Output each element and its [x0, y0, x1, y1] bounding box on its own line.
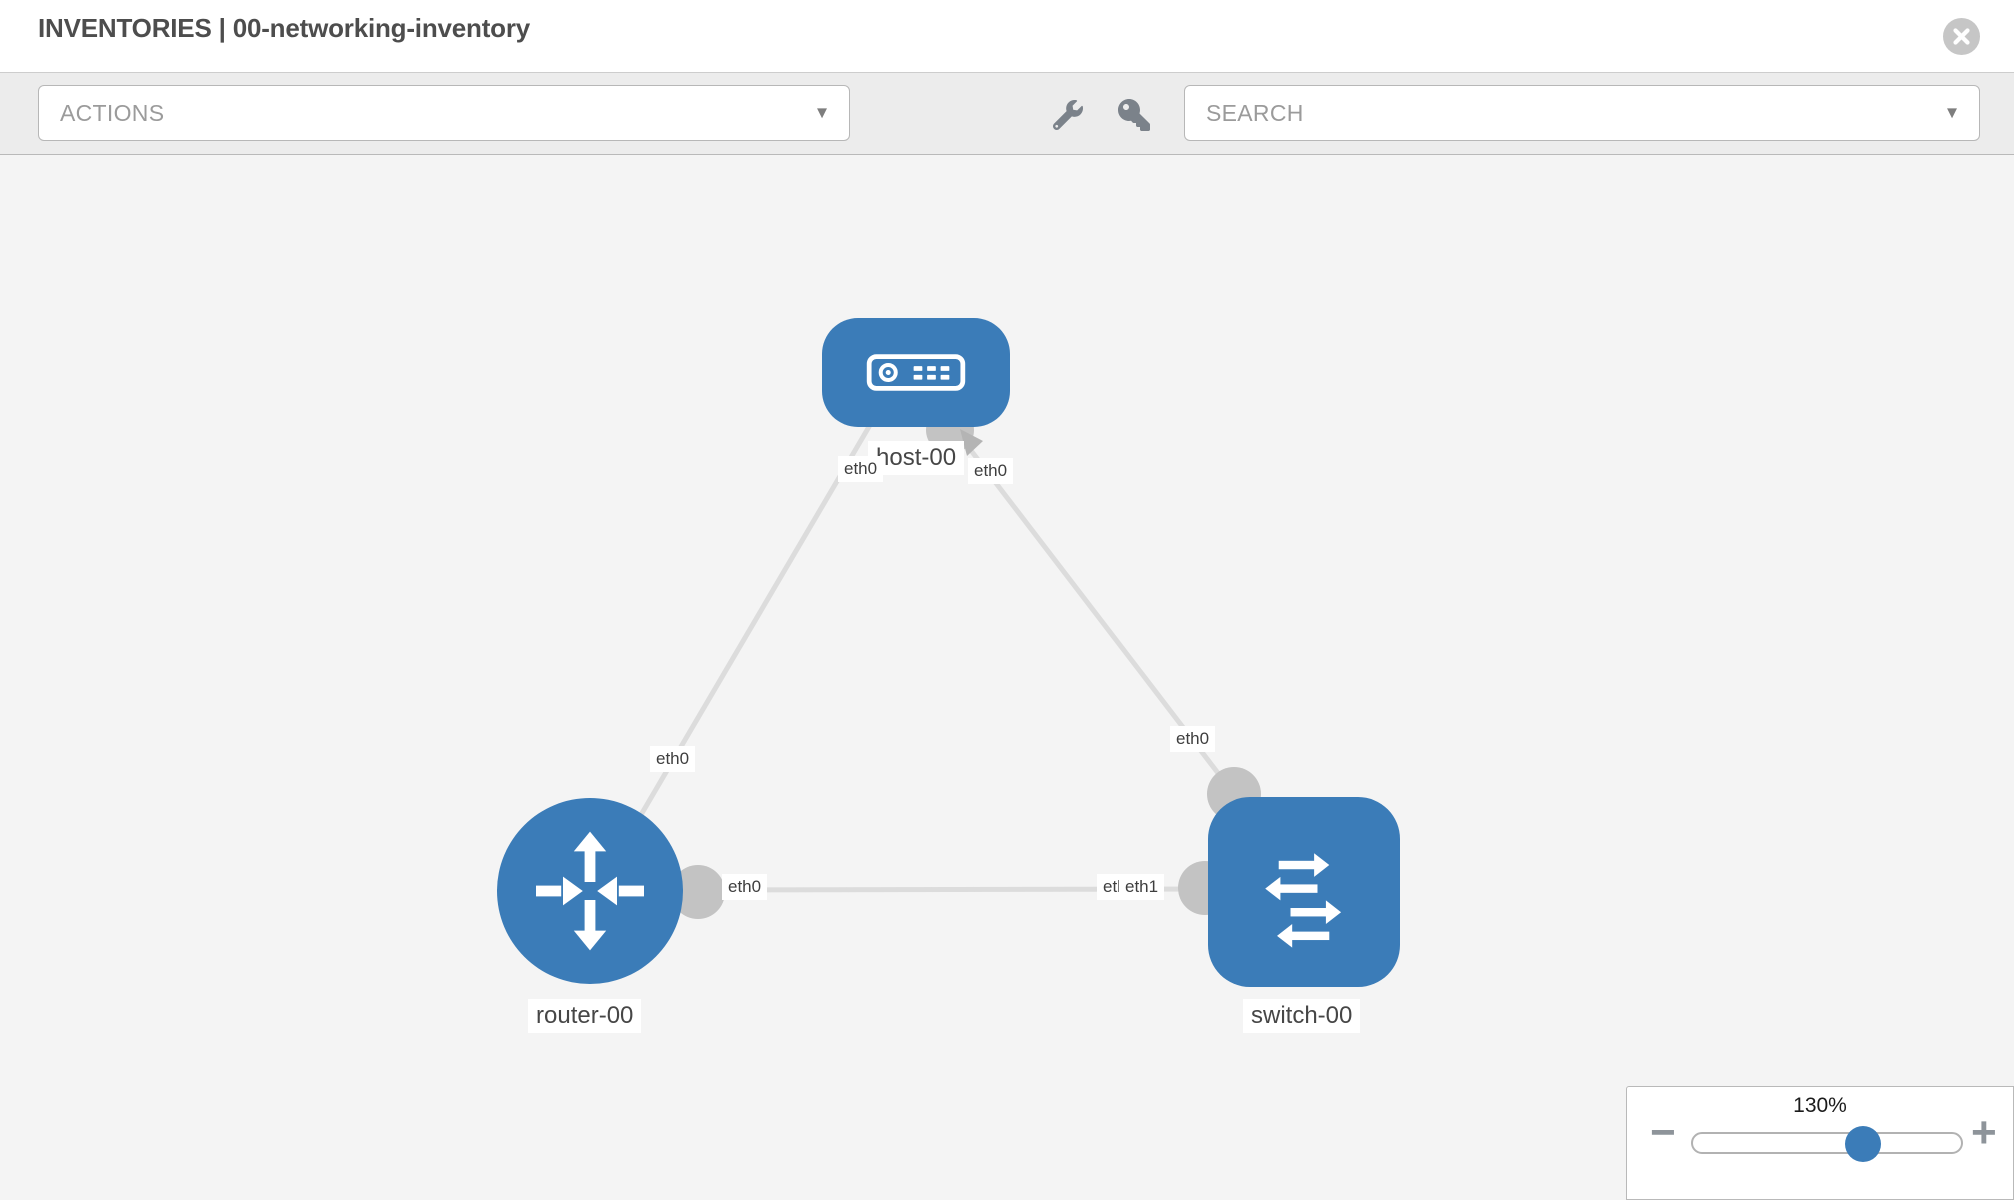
- zoom-level-text: 130%: [1793, 1094, 1847, 1117]
- interface-label-switch-eth1-to-router: eth1: [1119, 874, 1165, 900]
- interface-label-router-eth0-to-switch: eth0: [722, 874, 768, 900]
- page-title: INVENTORIES | 00-networking-inventory: [38, 13, 531, 43]
- node-router-00[interactable]: [497, 798, 683, 984]
- router-icon: [536, 831, 644, 951]
- chevron-down-icon: ▾: [1946, 101, 1957, 124]
- actions-dropdown[interactable]: ACTIONS ▾: [38, 85, 850, 141]
- interface-label-switch-eth0-to-host: eth0: [1170, 726, 1216, 752]
- node-switch-00[interactable]: [1208, 797, 1400, 987]
- zoom-out-button[interactable]: −: [1650, 1108, 1676, 1157]
- node-label-switch-00: switch-00: [1243, 999, 1361, 1033]
- search-dropdown[interactable]: SEARCH ▾: [1184, 85, 1980, 141]
- switch-icon: [1265, 853, 1342, 948]
- interface-label-host-eth0-to-router: eth0: [838, 456, 884, 482]
- header: INVENTORIES | 00-networking-inventory: [0, 0, 2014, 73]
- zoom-in-button[interactable]: +: [1971, 1108, 1997, 1157]
- zoom-slider-track[interactable]: [1691, 1132, 1963, 1154]
- credentials-button[interactable]: [1114, 95, 1154, 135]
- interface-label-host-eth0-to-switch: eth0: [968, 458, 1014, 484]
- node-host-00[interactable]: [822, 318, 1010, 427]
- zoom-slider-handle[interactable]: [1845, 1126, 1881, 1162]
- topology-canvas[interactable]: [0, 155, 2014, 1200]
- configure-button[interactable]: [1048, 95, 1088, 135]
- wrench-icon: [1053, 100, 1083, 130]
- chevron-down-icon: ▾: [816, 101, 827, 124]
- interface-label-router-eth0-to-host: eth0: [650, 746, 696, 772]
- toolbar: ACTIONS ▾ SEARCH ▾: [0, 73, 2014, 155]
- zoom-panel: 130% − +: [1626, 1086, 2014, 1200]
- close-button[interactable]: [1943, 18, 1980, 55]
- key-icon: [1118, 99, 1150, 131]
- node-label-router-00: router-00: [528, 999, 642, 1033]
- search-dropdown-label: SEARCH: [1206, 99, 1304, 126]
- host-icon: [866, 354, 966, 391]
- close-icon: [1953, 28, 1970, 45]
- actions-dropdown-label: ACTIONS: [60, 99, 165, 126]
